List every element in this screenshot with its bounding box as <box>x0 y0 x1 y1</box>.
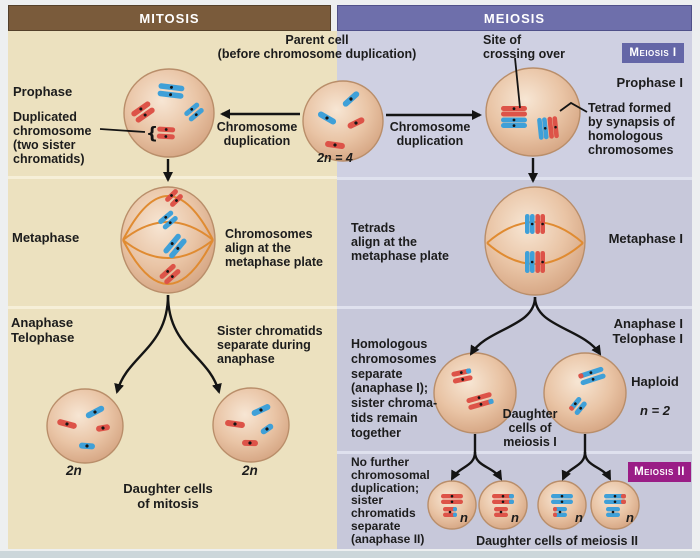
pointer-crossing-over <box>514 57 521 109</box>
pointer-duplicated-chromosome <box>99 128 146 133</box>
parent-cell-label: Parent cell (before chromosome duplicati… <box>217 33 417 62</box>
meiosis-divider-3 <box>337 451 692 454</box>
tetrads-align-note: Tetrads align at the metaphase plate <box>351 221 449 264</box>
mitosis-daughter-cell-left <box>46 388 124 464</box>
mitosis-align-note: Chromosomes align at the metaphase plate <box>225 227 323 270</box>
mitosis-separate-note: Sister chromatids separate during anapha… <box>217 324 323 367</box>
meiosis-metaphase1-label: Metaphase I <box>608 231 683 246</box>
mitosis-ploidy-right: 2n <box>242 463 258 478</box>
mitosis-metaphase-cell <box>120 186 216 294</box>
chromosome-duplication-left-label: Chromosome duplication <box>216 120 298 149</box>
mitosis-daughter-cell-right <box>212 387 290 463</box>
arrow-meiosis1-anaphase-split <box>469 296 602 356</box>
meiosis-2-badge: Meiosis II <box>628 462 691 482</box>
bottom-frame-strip <box>0 551 700 558</box>
meiosis-prophase1-tetrads <box>501 106 559 140</box>
meiosis-prophase1-label: Prophase I <box>616 75 683 90</box>
crossing-over-label: Site of crossing over <box>483 33 565 62</box>
meiosis-1-badge: Meiosis I <box>622 43 684 63</box>
meiosis2-daughter-cell-1 <box>427 480 477 530</box>
arrow-meiosis2-left-split <box>450 434 503 481</box>
meiosis1-daughter-label: Daughter cells of meiosis I <box>502 407 558 450</box>
meiosis-divider-1 <box>337 177 692 180</box>
meiosis-metaphase1-tetrads <box>525 214 545 273</box>
homologous-note: Homologous chromosomes separate (anaphas… <box>351 337 438 440</box>
meiosis2-daughter-cell-2 <box>478 480 528 530</box>
duplicated-chromosome-note: Duplicated chromosome (two sister chroma… <box>13 110 92 167</box>
n-label-1: n <box>460 510 468 525</box>
meiosis-divider-2 <box>337 306 692 309</box>
arrow-mitosis-anaphase-split <box>114 294 222 394</box>
n-label-3: n <box>575 510 583 525</box>
mitosis-metaphase-label: Metaphase <box>12 230 80 245</box>
chromosome-duplication-right-label: Chromosome duplication <box>389 120 471 149</box>
haploid-label: Haploid n = 2 <box>622 374 688 419</box>
brace-glyph: { <box>146 124 158 144</box>
meiosis-anaphase1-label: Anaphase I Telophase I <box>612 316 683 346</box>
no-further-note: No further chromosomal duplication; sist… <box>351 455 430 546</box>
meiosis1-daughter-chromosomes <box>451 366 606 415</box>
n-label-4: n <box>626 510 634 525</box>
tetrad-note: Tetrad formed by synapsis of homologous … <box>588 101 675 158</box>
arrow-meiosis2-right-split <box>561 434 612 481</box>
meiosis2-daughter-chromosomes <box>441 494 626 517</box>
mitosis-prophase-cell <box>123 68 215 158</box>
mitosis-ploidy-left: 2n <box>66 463 82 478</box>
meiosis2-daughter-cell-3 <box>537 480 587 530</box>
mitosis-prophase-label: Prophase <box>13 84 73 99</box>
mitosis-prophase-chromosomes <box>131 83 204 140</box>
meiosis2-daughter-cell-4 <box>590 480 640 530</box>
mitosis-metaphase-chromosomes <box>158 189 187 285</box>
haploid-n-value: n = 2 <box>640 403 670 419</box>
mitosis-divider-2 <box>8 306 337 309</box>
pointer-tetrad <box>559 101 588 113</box>
meiosis-header: MEIOSIS <box>337 5 692 31</box>
mitosis-daughter-chromosomes <box>57 404 274 450</box>
parent-cell-chromosomes <box>317 91 365 149</box>
parent-ploidy-label: 2n = 4 <box>317 151 353 165</box>
meiosis2-daughter-label: Daughter cells of meiosis II <box>476 534 638 548</box>
meiosis1-daughter-cell-right <box>543 352 627 434</box>
meiosis-prophase1-cell <box>485 67 581 157</box>
mitosis-daughter-label: Daughter cells of mitosis <box>123 481 213 511</box>
parent-cell <box>302 80 384 162</box>
n-label-2: n <box>511 510 519 525</box>
meiosis-metaphase1-cell <box>484 186 586 296</box>
meiosis-spindle-fibers <box>486 221 584 265</box>
mitosis-anaphase-label: Anaphase Telophase <box>11 315 75 345</box>
haploid-word: Haploid <box>631 374 679 389</box>
mitosis-header: MITOSIS <box>8 5 331 31</box>
